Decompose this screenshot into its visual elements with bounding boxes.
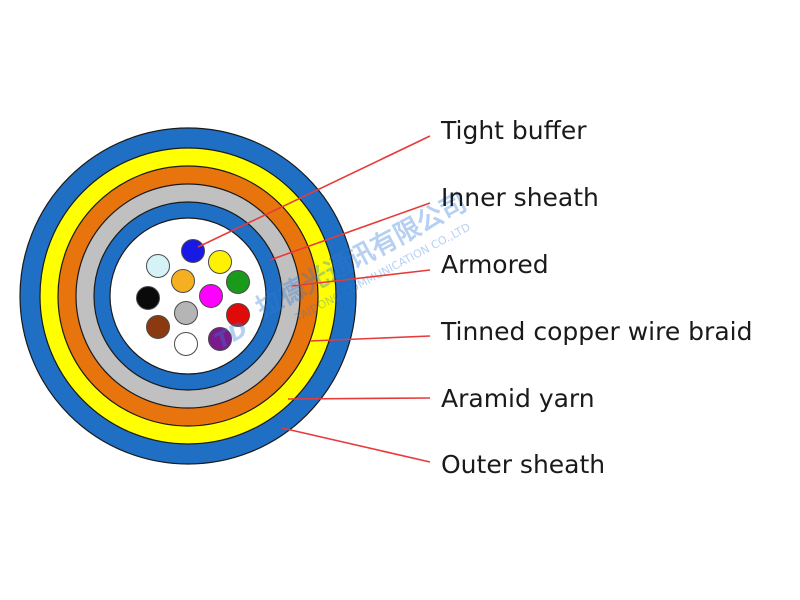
fiber-white bbox=[174, 332, 198, 356]
fiber-green bbox=[226, 270, 250, 294]
leader-aramid-yarn bbox=[287, 397, 431, 400]
fiber-black bbox=[136, 286, 160, 310]
label-aramid-yarn: Aramid yarn bbox=[441, 384, 595, 413]
leader-braid bbox=[309, 335, 431, 342]
leader-tight-buffer bbox=[197, 135, 431, 248]
leader-lines bbox=[197, 135, 431, 463]
fiber-aqua bbox=[146, 254, 170, 278]
label-armored: Armored bbox=[441, 250, 549, 279]
label-tinned-copper-wire-braid: Tinned copper wire braid bbox=[441, 317, 753, 346]
label-tight-buffer: Tight buffer bbox=[441, 116, 587, 145]
leader-outer-sheath bbox=[281, 427, 431, 463]
fiber-brown bbox=[146, 315, 170, 339]
label-inner-sheath: Inner sheath bbox=[441, 183, 599, 212]
fiber-red bbox=[226, 303, 250, 327]
fiber-blue bbox=[181, 239, 205, 263]
fiber-bundle bbox=[136, 239, 250, 356]
leader-inner-sheath bbox=[269, 202, 431, 261]
fiber-grey bbox=[174, 301, 198, 325]
fiber-violet bbox=[208, 327, 232, 351]
leader-armored bbox=[291, 269, 431, 287]
fiber-rose bbox=[199, 284, 223, 308]
fiber-yellow bbox=[208, 250, 232, 274]
fiber-orange bbox=[171, 269, 195, 293]
label-outer-sheath: Outer sheath bbox=[441, 450, 606, 479]
